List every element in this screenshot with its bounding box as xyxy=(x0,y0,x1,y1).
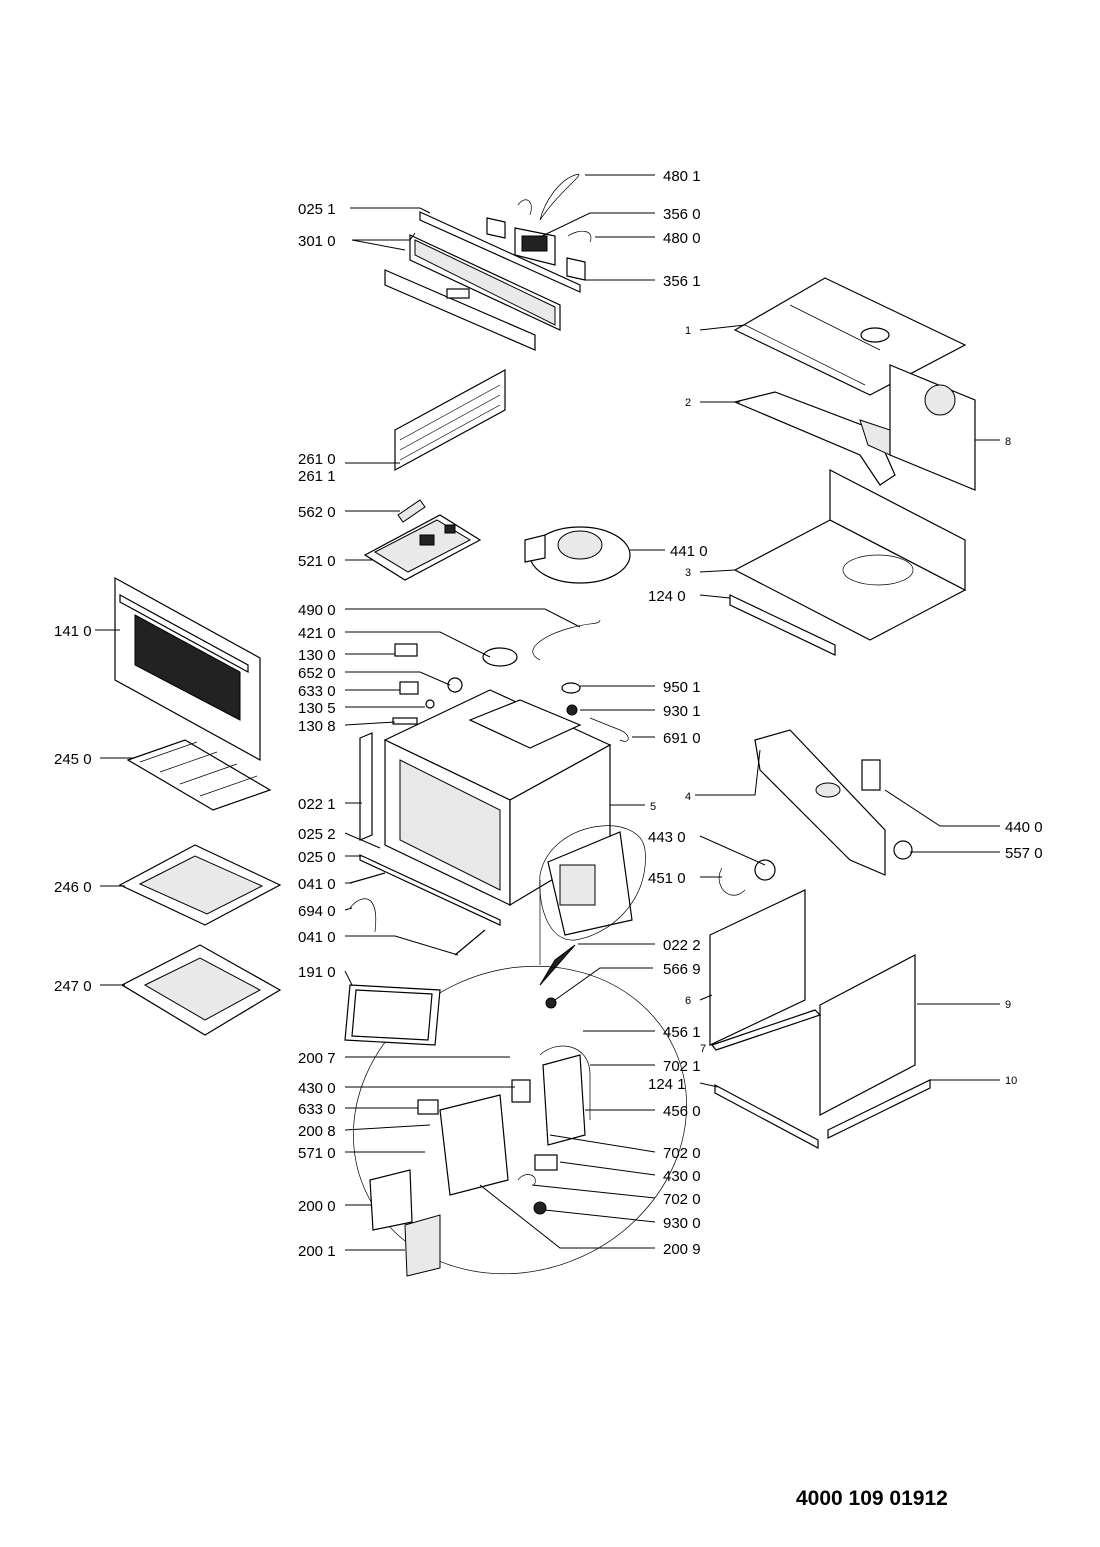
bottom-rails xyxy=(710,1009,931,1150)
callout-566-9: 566 9 xyxy=(663,961,701,978)
callout-930-1: 930 1 xyxy=(663,703,701,720)
callout-930-0: 930 0 xyxy=(663,1215,701,1232)
callout-130-8: 130 8 xyxy=(298,718,336,735)
callout-440-0: 440 0 xyxy=(1005,819,1043,836)
callout-702-0-top: 702 0 xyxy=(663,1145,701,1162)
callout-430-0-bottom: 430 0 xyxy=(663,1168,701,1185)
callout-443-0: 443 0 xyxy=(648,829,686,846)
callout-430-0-top: 430 0 xyxy=(298,1080,336,1097)
side-rack-rails xyxy=(394,368,506,472)
callout-421-0: 421 0 xyxy=(298,625,336,642)
top-cover xyxy=(733,277,967,396)
callout-labels: 480 1 025 1 356 0 301 0 480 0 356 1 1 2 … xyxy=(54,168,1043,1260)
rear-wall xyxy=(754,729,886,876)
fan-blade-element xyxy=(718,859,776,896)
side-panel-right xyxy=(819,954,916,1116)
callout-200-9: 200 9 xyxy=(663,1241,701,1258)
callout-571-0: 571 0 xyxy=(298,1145,336,1162)
callout-041-0-bottom: 041 0 xyxy=(298,929,336,946)
callout-4: 4 xyxy=(685,791,691,803)
control-board xyxy=(363,514,482,581)
callout-025-0: 025 0 xyxy=(298,849,336,866)
steam-generator-detail xyxy=(353,825,687,1275)
callout-022-1: 022 1 xyxy=(298,796,336,813)
callout-456-0: 456 0 xyxy=(663,1103,701,1120)
leader-lines xyxy=(95,174,1000,1251)
callout-562-0: 562 0 xyxy=(298,504,336,521)
callout-301-0: 301 0 xyxy=(298,233,336,250)
fan-motor xyxy=(861,759,881,791)
callout-141-0: 141 0 xyxy=(54,623,92,640)
callout-557-0: 557 0 xyxy=(1005,845,1043,862)
callout-124-0: 124 0 xyxy=(648,588,686,605)
callout-025-2: 025 2 xyxy=(298,826,336,843)
callout-10: 10 xyxy=(1005,1075,1017,1087)
callout-247-0: 247 0 xyxy=(54,978,92,995)
deep-tray xyxy=(120,944,282,1036)
callout-130-5: 130 5 xyxy=(298,700,336,717)
baking-tray xyxy=(118,844,282,926)
callout-8: 8 xyxy=(1005,436,1011,448)
callout-191-0: 191 0 xyxy=(298,964,336,981)
callout-261-1: 261 1 xyxy=(298,468,336,485)
callout-694-0: 694 0 xyxy=(298,903,336,920)
callout-490-0: 490 0 xyxy=(298,602,336,619)
callout-200-8: 200 8 xyxy=(298,1123,336,1140)
cavity-sensors xyxy=(349,872,486,956)
callout-441-0: 441 0 xyxy=(670,543,708,560)
control-panel-assembly xyxy=(384,173,592,351)
callout-2: 2 xyxy=(685,397,691,409)
callout-041-0-top: 041 0 xyxy=(298,876,336,893)
callout-200-7: 200 7 xyxy=(298,1050,336,1067)
callout-950-1: 950 1 xyxy=(663,679,701,696)
callout-025-1: 025 1 xyxy=(298,201,336,218)
callout-480-1: 480 1 xyxy=(663,168,701,185)
callout-1: 1 xyxy=(685,325,691,337)
callout-200-1: 200 1 xyxy=(298,1243,336,1260)
callout-456-1: 456 1 xyxy=(663,1024,701,1041)
callout-356-0: 356 0 xyxy=(663,206,701,223)
callout-451-0: 451 0 xyxy=(648,870,686,887)
callout-633-0-bottom: 633 0 xyxy=(298,1101,336,1118)
callout-130-0: 130 0 xyxy=(298,647,336,664)
callout-356-1: 356 1 xyxy=(663,273,701,290)
side-panel-left xyxy=(709,889,806,1046)
callout-9: 9 xyxy=(1005,999,1011,1011)
line-filter xyxy=(397,499,426,523)
water-tank-assembly xyxy=(369,997,591,1277)
callout-480-0: 480 0 xyxy=(663,230,701,247)
callout-652-0: 652 0 xyxy=(298,665,336,682)
callout-6: 6 xyxy=(685,995,691,1007)
callout-521-0: 521 0 xyxy=(298,553,336,570)
callout-261-0: 261 0 xyxy=(298,451,336,468)
callout-5: 5 xyxy=(650,801,656,813)
callout-200-0: 200 0 xyxy=(298,1198,336,1215)
callout-691-0: 691 0 xyxy=(663,730,701,747)
callout-7: 7 xyxy=(700,1043,706,1055)
thermostat xyxy=(893,840,913,860)
callout-702-1: 702 1 xyxy=(663,1058,701,1075)
oven-door xyxy=(114,576,261,762)
oven-cavity xyxy=(359,689,612,926)
callout-022-2: 022 2 xyxy=(663,937,701,954)
electrical-parts xyxy=(392,619,629,742)
callout-702-0-bottom: 702 0 xyxy=(663,1191,701,1208)
door-seal xyxy=(344,984,441,1046)
cavity-frame xyxy=(729,469,967,656)
callout-633-0-top: 633 0 xyxy=(298,683,336,700)
callout-245-0: 245 0 xyxy=(54,751,92,768)
document-number: 4000 109 01912 xyxy=(796,1487,948,1510)
callout-3: 3 xyxy=(685,567,691,579)
callout-246-0: 246 0 xyxy=(54,879,92,896)
fan-duct xyxy=(733,391,896,486)
callout-124-1: 124 1 xyxy=(648,1076,686,1093)
blower-motor xyxy=(524,526,631,584)
rear-panel xyxy=(889,364,976,491)
wire-shelf xyxy=(126,739,272,811)
